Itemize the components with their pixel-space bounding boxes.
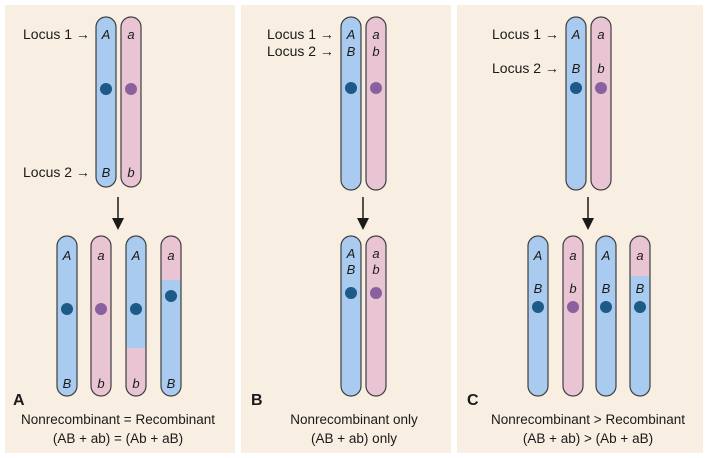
panel-caption-formula: (AB + ab) only — [311, 431, 397, 446]
allele-label: B — [636, 281, 645, 296]
chromosome-maternal — [56, 235, 78, 397]
panel-letter: B — [251, 392, 263, 409]
centromere — [345, 287, 357, 299]
chromosome-recombinant — [125, 235, 147, 397]
allele-label: B — [347, 262, 356, 277]
panel-a-background — [5, 5, 235, 453]
allele-label: A — [131, 248, 141, 263]
allele-label: b — [372, 44, 379, 59]
chromosome-paternal — [590, 16, 612, 191]
chromosome-maternal — [340, 235, 362, 397]
chromosome-paternal — [562, 235, 584, 397]
allele-label: b — [597, 61, 604, 76]
locus-1-label: Locus 1 → — [267, 26, 334, 42]
panel-letter: A — [13, 392, 25, 409]
allele-label: A — [346, 246, 356, 261]
allele-label: b — [97, 376, 104, 391]
centromere — [634, 301, 646, 313]
allele-label: a — [597, 27, 604, 42]
chromosome-paternal — [120, 16, 142, 188]
allele-label: A — [101, 27, 111, 42]
centromere — [100, 83, 112, 95]
panel-c: Locus 1 → A a Locus 2 → B b A B a b A B … — [467, 16, 685, 446]
allele-label: A — [601, 248, 611, 263]
allele-label: B — [102, 165, 111, 180]
allele-label: A — [62, 248, 72, 263]
allele-label: a — [569, 248, 576, 263]
panel-b: Locus 1 → A a Locus 2 → B b A B a b B No… — [251, 16, 418, 446]
allele-label: b — [127, 165, 134, 180]
centromere — [600, 301, 612, 313]
centromere — [95, 303, 107, 315]
locus-2-label: Locus 2 → — [23, 164, 90, 180]
chromosome-maternal — [340, 16, 362, 191]
centromere — [567, 301, 579, 313]
allele-label: a — [167, 248, 174, 263]
allele-label: a — [97, 248, 104, 263]
allele-label: B — [602, 281, 611, 296]
centromere — [61, 303, 73, 315]
allele-label: B — [167, 376, 176, 391]
allele-label: A — [346, 27, 356, 42]
panel-caption: Nonrecombinant > Recombinant — [491, 412, 685, 427]
centromere — [595, 82, 607, 94]
allele-label: A — [533, 248, 543, 263]
centromere — [532, 301, 544, 313]
centromere — [370, 82, 382, 94]
chromosome-paternal — [90, 235, 112, 397]
allele-label: B — [347, 44, 356, 59]
allele-label: A — [571, 27, 581, 42]
panel-caption-formula: (AB + ab) > (Ab + aB) — [523, 431, 653, 446]
chromosome-recombinant — [629, 235, 651, 397]
centromere — [345, 82, 357, 94]
allele-label: a — [127, 27, 134, 42]
allele-label: B — [534, 281, 543, 296]
locus-2-label: Locus 2 → — [492, 60, 559, 76]
chromosome-paternal — [365, 235, 387, 397]
centromere — [130, 303, 142, 315]
chromosome-recombinant — [160, 235, 182, 397]
locus-1-label: Locus 1 → — [492, 26, 559, 42]
allele-label: b — [132, 376, 139, 391]
panel-caption: Nonrecombinant = Recombinant — [21, 412, 215, 427]
locus-1-label: Locus 1 → — [23, 26, 90, 42]
panel-letter: C — [467, 392, 479, 409]
allele-label: a — [636, 248, 643, 263]
allele-label: b — [569, 281, 576, 296]
locus-2-label: Locus 2 → — [267, 43, 334, 59]
chromosome-maternal — [527, 235, 549, 397]
allele-label: a — [372, 27, 379, 42]
centromere — [570, 82, 582, 94]
allele-label: b — [372, 262, 379, 277]
panel-caption-formula: (AB + ab) = (Ab + aB) — [53, 431, 183, 446]
allele-label: B — [572, 61, 581, 76]
centromere — [165, 290, 177, 302]
chromosome-paternal — [365, 16, 387, 191]
allele-label: B — [63, 376, 72, 391]
panel-a: Locus 1 → A a Locus 2 → B b A B a b A b — [13, 16, 215, 446]
panel-caption: Nonrecombinant only — [290, 412, 418, 427]
chromosome-maternal — [565, 16, 587, 191]
chromosome-maternal — [95, 16, 117, 188]
centromere — [370, 287, 382, 299]
chromosome-maternal — [595, 235, 617, 397]
centromere — [125, 83, 137, 95]
allele-label: a — [372, 246, 379, 261]
